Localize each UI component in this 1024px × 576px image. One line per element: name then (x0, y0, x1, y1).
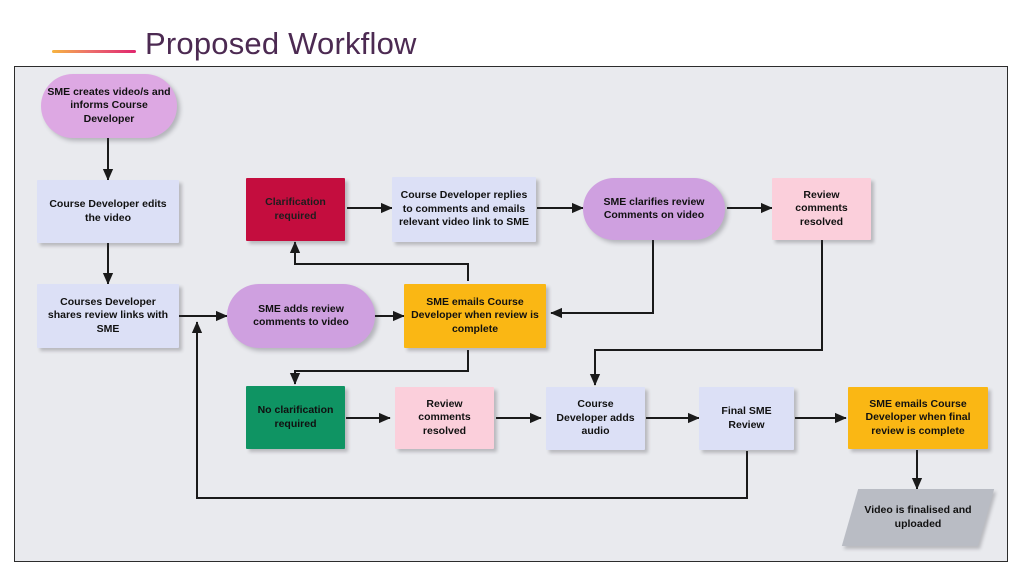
node-label: SME clarifies review Comments on video (603, 195, 705, 222)
node-no-clarification-required[interactable]: No clarification required (246, 386, 345, 449)
node-sme-emails-review-complete[interactable]: SME emails Course Developer when review … (404, 284, 546, 348)
node-video-finalised-uploaded[interactable]: Video is finalised and uploaded (841, 489, 995, 546)
node-courses-developer-shares[interactable]: Courses Developer shares review links wi… (37, 284, 179, 348)
node-label: SME adds review comments to video (253, 302, 349, 329)
node-label: Course Developer adds audio (556, 398, 635, 438)
node-sme-adds-review-comments[interactable]: SME adds review comments to video (227, 284, 375, 348)
node-label: Final SME Review (721, 405, 772, 431)
node-course-developer-adds-audio[interactable]: Course Developer adds audio (546, 387, 645, 450)
node-label: Video is finalised and uploaded (864, 504, 972, 530)
node-review-comments-resolved-top[interactable]: Review comments resolved (772, 178, 871, 240)
node-label: Clarification required (265, 196, 326, 222)
node-label: Course Developer replies to comments and… (398, 189, 530, 229)
node-label: SME emails Course Developer when final r… (865, 397, 971, 437)
node-label: No clarification required (257, 404, 334, 430)
node-label: SME emails Course Developer when review … (411, 295, 539, 335)
page-title: Proposed Workflow (145, 26, 417, 61)
node-course-developer-edits[interactable]: Course Developer edits the video (37, 180, 179, 243)
node-review-comments-resolved-bottom[interactable]: Review comments resolved (395, 387, 494, 449)
node-clarification-required[interactable]: Clarification required (246, 178, 345, 241)
node-label: Course Developer edits the video (49, 198, 167, 224)
slide-header: Proposed Workflow (0, 14, 1024, 62)
node-sme-creates-video[interactable]: SME creates video/s and informs Course D… (41, 74, 177, 138)
node-label: SME creates video/s and informs Course D… (47, 85, 171, 125)
title-accent-rule (52, 50, 136, 53)
node-label: Review comments resolved (795, 188, 848, 228)
node-final-sme-review[interactable]: Final SME Review (699, 387, 794, 450)
node-course-developer-replies[interactable]: Course Developer replies to comments and… (392, 177, 536, 242)
node-label: Review comments resolved (418, 397, 471, 437)
node-sme-emails-final-complete[interactable]: SME emails Course Developer when final r… (848, 387, 988, 449)
node-sme-clarifies-review[interactable]: SME clarifies review Comments on video (583, 178, 725, 240)
node-label: Courses Developer shares review links wi… (47, 295, 169, 335)
